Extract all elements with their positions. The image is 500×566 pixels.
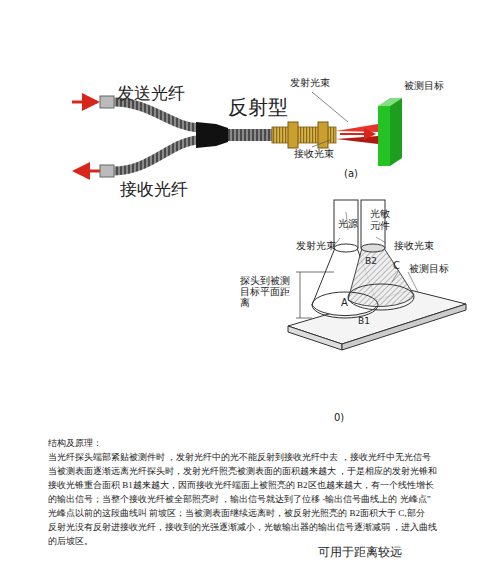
fiber-label: 发送光纤 bbox=[117, 84, 185, 104]
body-text: 的后坡区。 bbox=[48, 536, 93, 546]
note-text: 可用于距离较远 bbox=[318, 546, 402, 560]
part-label: 光敏元件 bbox=[370, 208, 394, 231]
fiber-connector bbox=[100, 96, 114, 108]
target-block bbox=[378, 106, 390, 166]
body-text: 的输出信号；当整个接收光纤被全部照亮时 ，输出信号就达到了位移 -输出信号曲线上… bbox=[48, 494, 431, 504]
body-text: 当光纤探头端部紧贴被测件时 ，发射光纤中的光不能反射到接收光纤中去 ，接收光纤中… bbox=[48, 452, 431, 462]
beam-label: 发射光束 bbox=[296, 240, 336, 252]
body-text: 当被测表面逐渐远离光纤探头时，发射光纤照亮被测表面的面积越来越大 ，于是相应的发… bbox=[48, 466, 437, 476]
target-label: 被测目标 bbox=[409, 263, 449, 275]
type-label: 反射型 bbox=[228, 96, 288, 119]
emit-fiber bbox=[334, 200, 358, 248]
in-arrow bbox=[72, 101, 97, 104]
receive-fiber-cable bbox=[114, 140, 198, 171]
region-label: B2 bbox=[365, 256, 377, 266]
junction bbox=[196, 122, 228, 148]
target-side bbox=[390, 98, 402, 166]
out-arrow bbox=[75, 170, 100, 173]
beam-label: 接收光束 bbox=[294, 148, 334, 160]
send-fiber-cable bbox=[114, 102, 198, 128]
body-text: 光峰点以前的这段曲线叫 前坡区；当被测表面继续远离时，被反射光照亮的 B2面积大… bbox=[48, 508, 425, 518]
region-label: A bbox=[341, 297, 348, 309]
figure-label: 0) bbox=[334, 412, 344, 424]
region-label: C bbox=[393, 260, 400, 272]
beam-label: 发射光束 bbox=[290, 77, 330, 89]
target-label: 被测目标 bbox=[404, 80, 444, 92]
emit-beam bbox=[336, 124, 378, 132]
heading-text: 结构及原理： bbox=[48, 438, 102, 448]
figure-label: (a) bbox=[344, 168, 358, 180]
region-label: B1 bbox=[358, 316, 370, 326]
body-text: 接收光锥重合面积 B1越来越大，因而接收光纤端面上被照亮的 B2区也越来越大，有… bbox=[48, 480, 434, 490]
fiber-label: 接收光纤 bbox=[120, 180, 188, 200]
body-text: 反射光没有反射进接收光纤，接收到的光强逐渐减小，光敏输出器的输出信号逐渐减弱 ，… bbox=[48, 522, 437, 532]
receive-cone bbox=[348, 248, 414, 307]
fiber-connector bbox=[100, 165, 114, 177]
receive-beam bbox=[336, 136, 378, 144]
beam-label: 接收光束 bbox=[394, 240, 434, 252]
common-cable bbox=[228, 129, 272, 141]
distance-label: 探头到被测目标平面距离 bbox=[240, 276, 298, 309]
part-label: 光源 bbox=[338, 218, 358, 230]
hex-nut bbox=[288, 122, 298, 148]
